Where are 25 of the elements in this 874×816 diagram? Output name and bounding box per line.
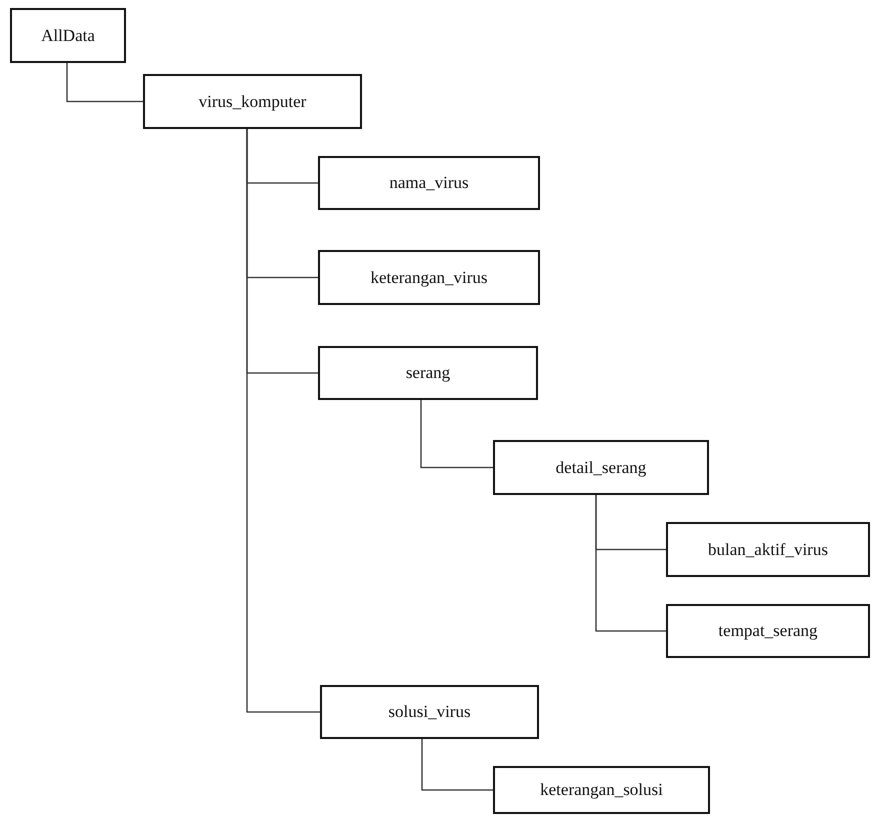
entity-box <box>493 766 710 814</box>
entity-label: detail_serang <box>556 458 646 478</box>
entity-label: virus_komputer <box>198 92 306 112</box>
entity-box <box>10 8 126 63</box>
entity-box <box>493 440 709 495</box>
entity-box <box>143 74 362 129</box>
connector-line <box>246 129 320 713</box>
connector-line <box>420 400 493 468</box>
connector-line <box>595 495 666 632</box>
entity-box <box>318 346 538 400</box>
entity-label: keterangan_solusi <box>540 780 663 800</box>
connector-line <box>421 739 493 791</box>
entity-box <box>320 685 539 739</box>
entity-label: AllData <box>41 26 95 46</box>
entity-label: serang <box>406 363 450 383</box>
entity-label: tempat_serang <box>718 621 818 641</box>
entity-label: keterangan_virus <box>370 268 488 288</box>
entity-label: solusi_virus <box>388 702 471 722</box>
entity-label: bulan_aktif_virus <box>708 540 828 560</box>
entity-box <box>318 156 540 210</box>
entity-label: nama_virus <box>389 173 469 193</box>
entity-box <box>666 522 870 577</box>
entity-box <box>666 604 870 658</box>
entity-box <box>318 250 540 305</box>
connector-line <box>66 63 143 102</box>
